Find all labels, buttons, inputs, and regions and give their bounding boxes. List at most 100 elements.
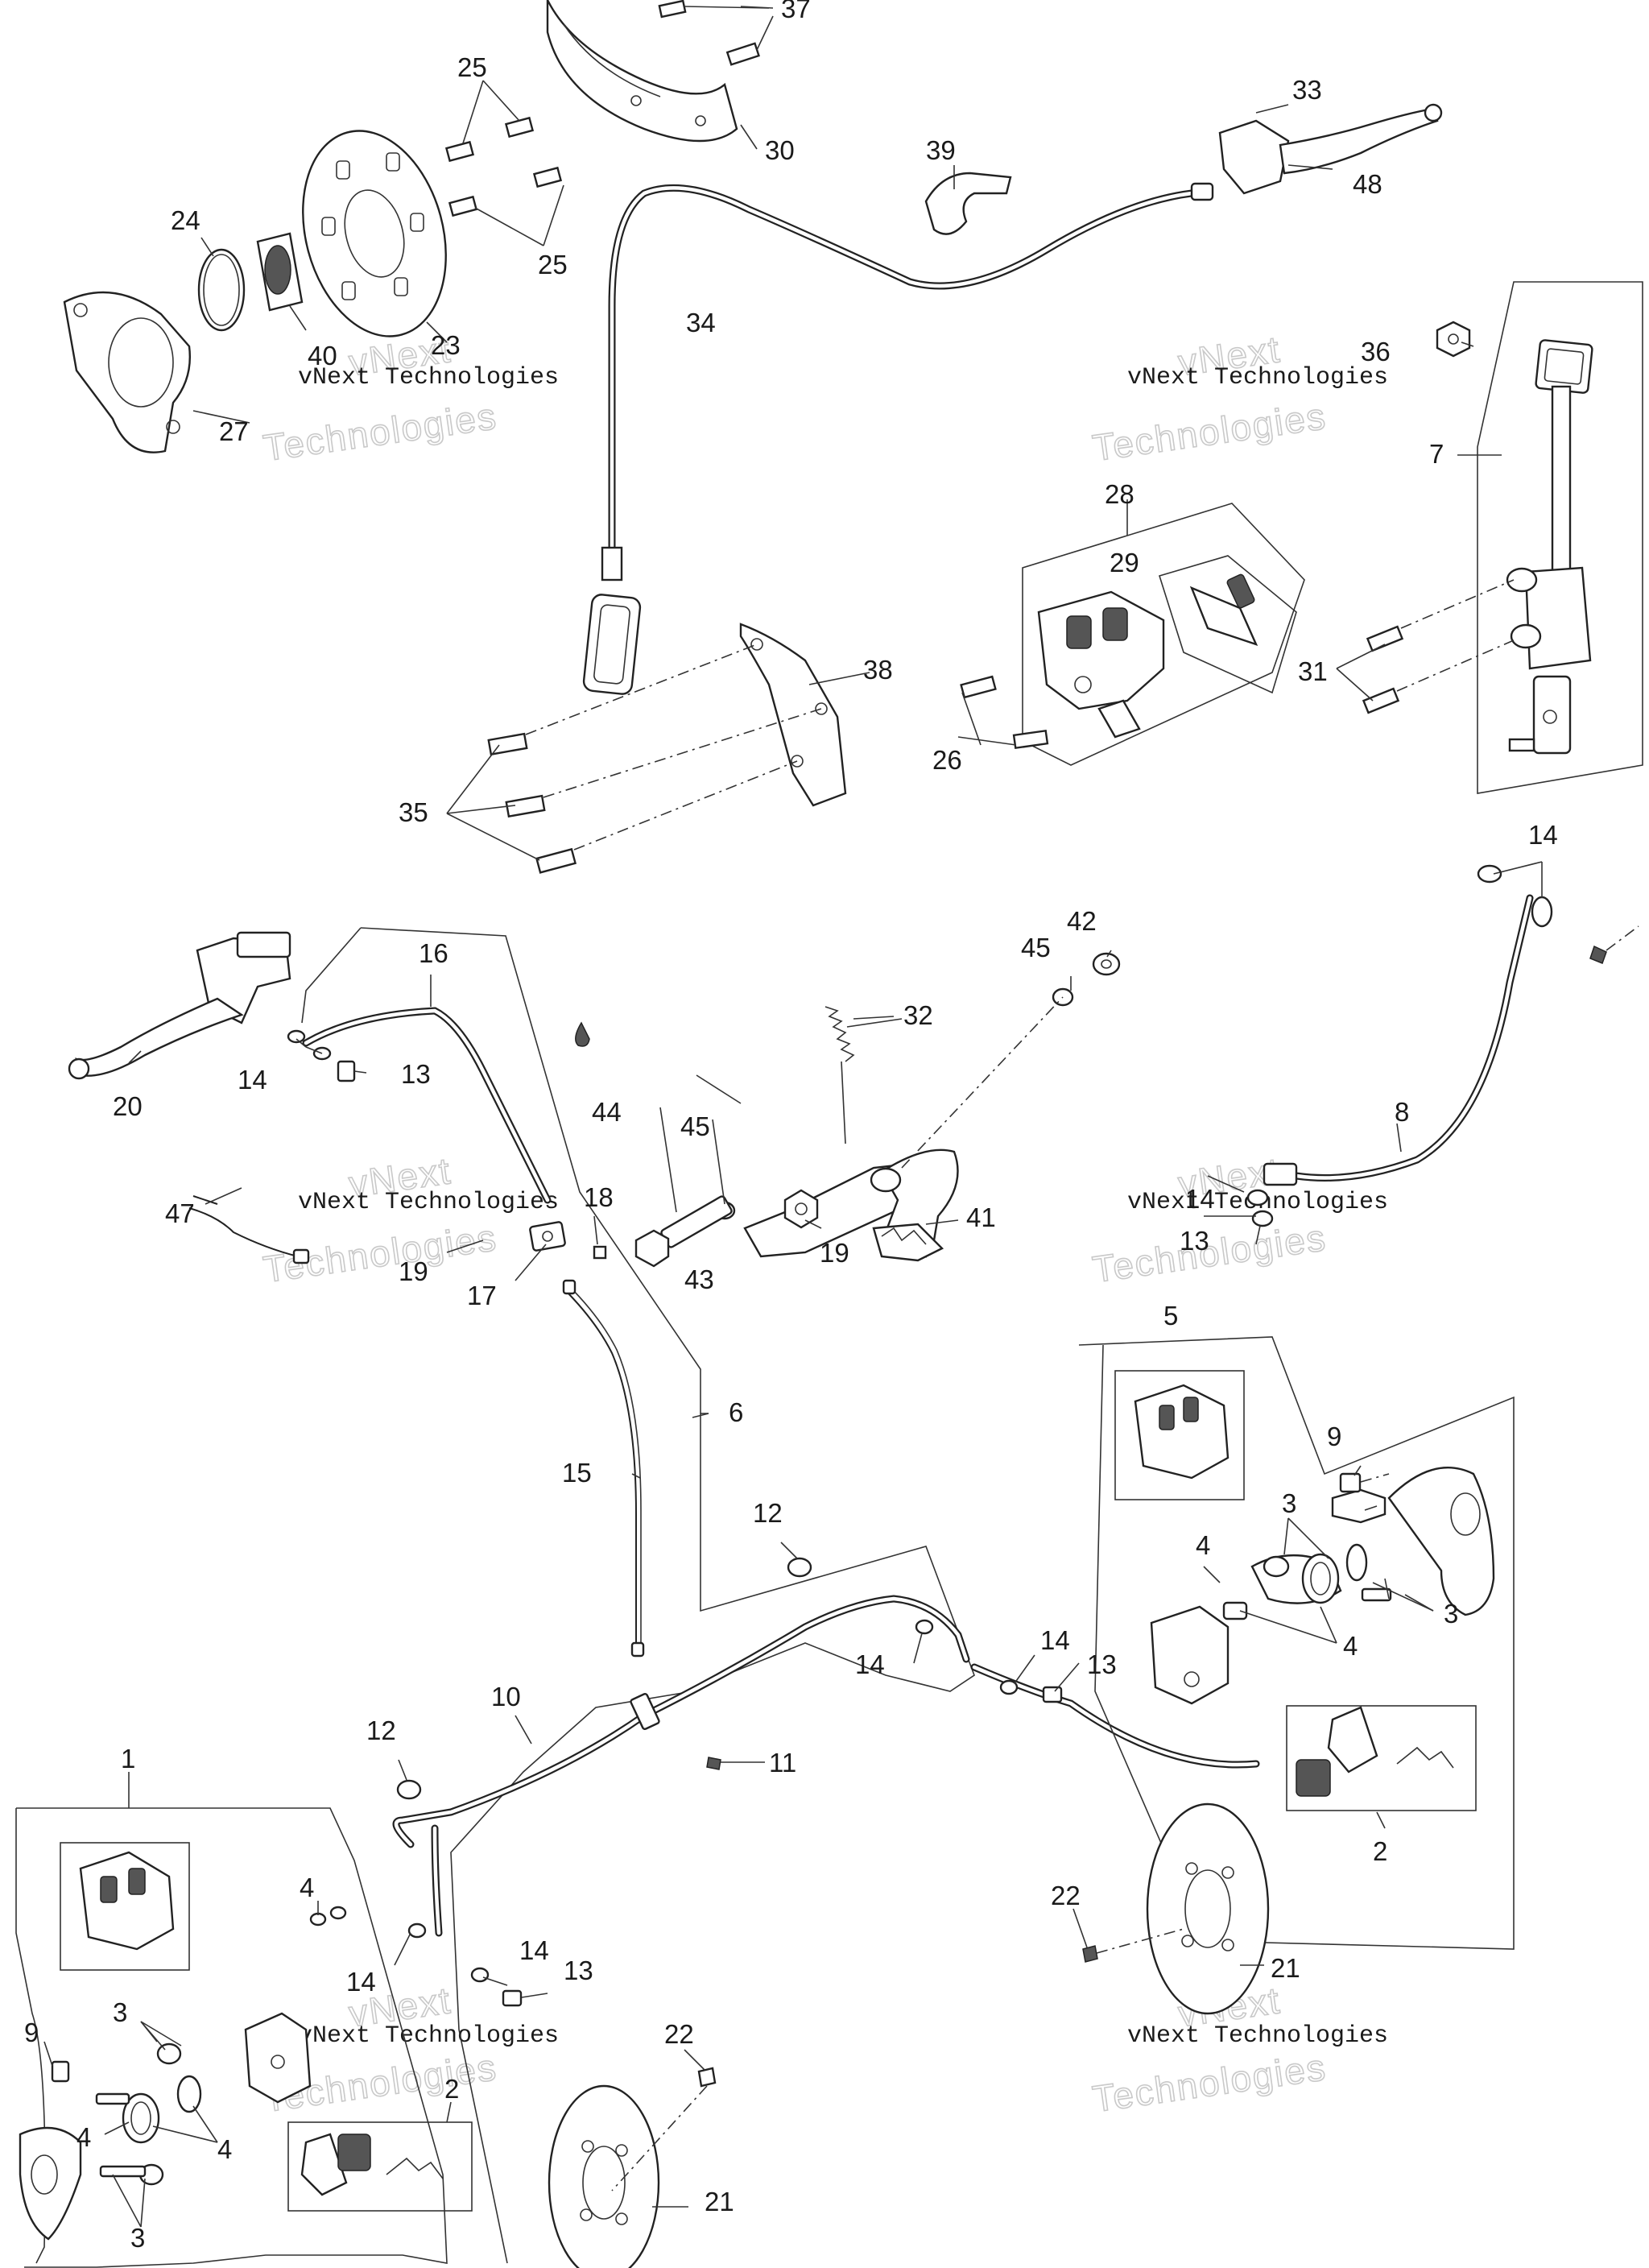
callout-24: 24 bbox=[171, 205, 200, 235]
bolts-25 bbox=[444, 80, 564, 246]
brake-disc-21-left bbox=[548, 2084, 660, 2268]
nut-19 bbox=[783, 1189, 819, 1229]
callout-22-right: 22 bbox=[1051, 1881, 1081, 1910]
callout-14-center-right: 14 bbox=[1040, 1625, 1070, 1655]
clip-12 bbox=[396, 1557, 812, 1800]
watermark-technologies-4: Technologies bbox=[1090, 1216, 1329, 1290]
callout-36: 36 bbox=[1361, 337, 1391, 366]
callout-22-left: 22 bbox=[664, 2019, 694, 2049]
watermark-label-3: vNext Technologies bbox=[298, 1189, 559, 1216]
callout-2-right: 2 bbox=[1373, 1836, 1387, 1866]
callout-40: 40 bbox=[308, 341, 337, 370]
callout-29: 29 bbox=[1110, 548, 1139, 577]
callout-32: 32 bbox=[903, 1000, 933, 1030]
callout-23: 23 bbox=[431, 330, 461, 360]
callout-34: 34 bbox=[686, 308, 716, 337]
callout-5: 5 bbox=[1163, 1301, 1178, 1331]
nut-36 bbox=[1436, 321, 1471, 358]
callout-39: 39 bbox=[926, 135, 956, 165]
banjo-13-14 bbox=[407, 1619, 1063, 2007]
callout-41: 41 bbox=[966, 1202, 996, 1232]
screw-22-right bbox=[1082, 1928, 1184, 1963]
callout-9-left: 9 bbox=[24, 2018, 39, 2047]
callout-2-left: 2 bbox=[444, 2074, 459, 2104]
callout-13-center: 13 bbox=[1087, 1649, 1117, 1679]
hose-group-6 bbox=[301, 927, 975, 2264]
callout-38: 38 bbox=[863, 655, 893, 685]
callout-4-left-mid: 4 bbox=[76, 2122, 91, 2152]
bracket-38 bbox=[739, 623, 847, 807]
pivot-bolt-43-44 bbox=[575, 1021, 733, 1268]
bolt-9-left bbox=[51, 1906, 347, 2083]
callout-30: 30 bbox=[765, 135, 795, 165]
callout-27: 27 bbox=[219, 416, 249, 446]
callout-4-left-right: 4 bbox=[217, 2134, 232, 2164]
callout-13-right: 13 bbox=[1180, 1226, 1209, 1256]
disc-guard-30 bbox=[546, 0, 738, 143]
callout-10: 10 bbox=[491, 1682, 521, 1711]
caliper-bracket-27 bbox=[63, 291, 191, 453]
callout-20: 20 bbox=[113, 1091, 143, 1121]
caliper-group-5 bbox=[1078, 1336, 1515, 1950]
callout-14-left: 14 bbox=[238, 1065, 267, 1095]
callout-8: 8 bbox=[1395, 1097, 1409, 1127]
callout-25-bottom: 25 bbox=[538, 250, 568, 279]
callout-19-left: 19 bbox=[399, 1256, 428, 1286]
caliper-kit-28 bbox=[1022, 503, 1305, 766]
bolt-9-right bbox=[1339, 1472, 1390, 1493]
callout-28: 28 bbox=[1105, 479, 1134, 509]
callout-14-center: 14 bbox=[855, 1649, 885, 1679]
callout-15: 15 bbox=[562, 1458, 592, 1488]
callout-44: 44 bbox=[592, 1097, 622, 1127]
callout-14-bottom-left: 14 bbox=[346, 1967, 376, 1997]
clamp-39 bbox=[924, 172, 1012, 235]
callout-12-mid: 12 bbox=[753, 1498, 783, 1528]
callout-labels: 37 30 25 25 24 40 23 27 34 39 33 48 36 7… bbox=[24, 0, 1558, 2253]
watermark-label-6: vNext Technologies bbox=[1127, 2022, 1388, 2050]
brake-disc-23 bbox=[302, 130, 447, 337]
watermark-technologies-6: Technologies bbox=[1090, 2046, 1329, 2120]
master-cylinder-group-7 bbox=[1477, 281, 1643, 794]
callout-19-mid: 19 bbox=[820, 1238, 849, 1268]
callout-4-right-bottom: 4 bbox=[1343, 1631, 1358, 1661]
watermark-technologies-1: Technologies bbox=[261, 395, 500, 469]
o-ring-24 bbox=[197, 248, 246, 332]
fitting-17-18-19 bbox=[529, 1221, 607, 1260]
screws-37 bbox=[658, 0, 774, 66]
callout-1: 1 bbox=[121, 1744, 135, 1773]
callout-14-bottom-mid: 14 bbox=[519, 1935, 549, 1965]
callout-45-top: 45 bbox=[1021, 933, 1051, 962]
brake-cable-34 bbox=[582, 182, 1214, 695]
screw-11 bbox=[706, 1757, 721, 1770]
callout-37: 37 bbox=[781, 0, 811, 23]
hub-40 bbox=[256, 232, 304, 312]
callout-12-left: 12 bbox=[366, 1715, 396, 1745]
callout-25-top: 25 bbox=[457, 52, 487, 82]
callout-17: 17 bbox=[467, 1281, 497, 1310]
callout-16: 16 bbox=[419, 938, 448, 968]
callout-47: 47 bbox=[165, 1198, 195, 1228]
callout-18: 18 bbox=[584, 1182, 614, 1212]
brake-pipe-15 bbox=[562, 1279, 645, 1658]
brake-pedal-41 bbox=[743, 1148, 959, 1262]
brake-hose-16 bbox=[302, 1007, 552, 1204]
callout-31: 31 bbox=[1298, 656, 1328, 686]
callout-3-right-bottom: 3 bbox=[1444, 1599, 1458, 1629]
callout-26: 26 bbox=[932, 745, 962, 775]
callout-3-left-bottom: 3 bbox=[130, 2223, 145, 2253]
brake-pads-29 bbox=[1158, 555, 1297, 694]
callout-33: 33 bbox=[1292, 75, 1322, 105]
hand-master-cylinder-20 bbox=[68, 931, 291, 1080]
caliper-group-1 bbox=[15, 1807, 473, 2268]
screws-35 bbox=[487, 644, 822, 874]
callout-48: 48 bbox=[1353, 169, 1382, 199]
leader-lines bbox=[43, 6, 1543, 2228]
callout-35: 35 bbox=[399, 797, 428, 827]
callout-4-left-top: 4 bbox=[300, 1873, 314, 1902]
callout-13-bottom: 13 bbox=[564, 1956, 593, 1985]
watermark-label-1: vNext Technologies bbox=[298, 364, 559, 391]
callout-21-left: 21 bbox=[705, 2187, 734, 2216]
callout-6: 6 bbox=[729, 1397, 743, 1427]
callout-14-top-right: 14 bbox=[1528, 820, 1558, 850]
